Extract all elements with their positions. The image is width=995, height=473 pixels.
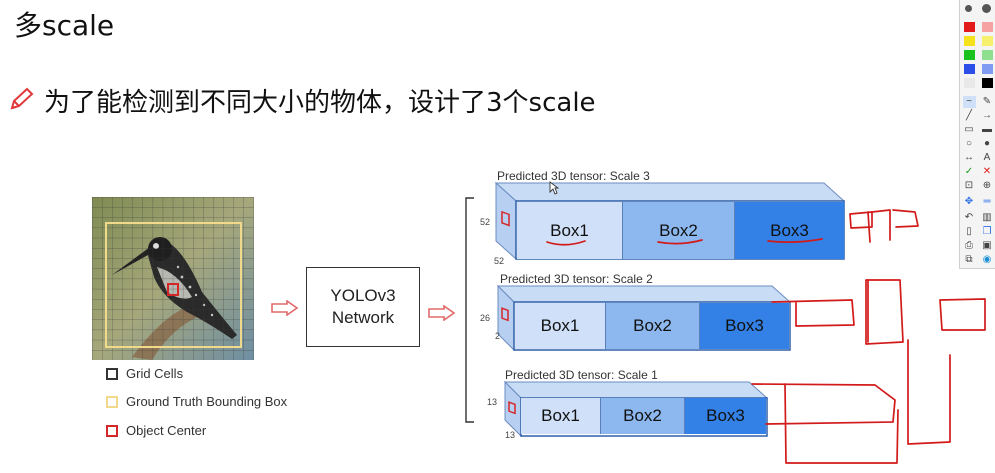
box2-cell: Box2	[623, 202, 735, 259]
dim-label: 2	[495, 331, 501, 341]
pencil-icon	[10, 87, 34, 110]
line-tool-icon[interactable]: ╱	[965, 110, 973, 121]
move-icon[interactable]: ✥	[964, 196, 974, 207]
color-row	[960, 64, 995, 74]
toolbar-row: ⊡ ⊕	[960, 180, 995, 192]
rectangle-tool-icon[interactable]: ▭	[964, 124, 974, 135]
dim-label: 52	[480, 217, 491, 227]
box1-cell: Box1	[517, 202, 623, 259]
dim-label: 13	[487, 397, 498, 407]
line-width-icon[interactable]: ═	[983, 196, 991, 207]
toolbar-row: ↶ ▥	[960, 212, 995, 224]
ellipse-tool-icon[interactable]: ○	[965, 138, 973, 149]
filled-rectangle-icon[interactable]: ▬	[982, 124, 992, 135]
pen-size-large-icon[interactable]	[982, 4, 991, 13]
box3-cell: Box3	[685, 398, 766, 434]
crop-icon[interactable]: ⊡	[964, 180, 974, 191]
toolbar-row: ▭ ▬	[960, 124, 995, 136]
highlighter-icon[interactable]: ✎	[982, 96, 992, 107]
print-icon[interactable]: ⎙	[965, 240, 973, 251]
color-swatch-light-blue[interactable]	[981, 64, 993, 74]
tensor-scale3	[494, 181, 846, 261]
color-swatch-pink[interactable]	[981, 22, 993, 32]
legend-label: Object Center	[126, 423, 207, 438]
dim-label: 26	[480, 313, 491, 323]
color-swatch-light-green[interactable]	[981, 50, 993, 60]
color-swatch-light-yellow[interactable]	[981, 36, 993, 46]
toolbar-row: ⎙ ▣	[960, 240, 995, 252]
color-row	[960, 50, 995, 60]
pen-tool-icon[interactable]: ~	[962, 96, 976, 108]
screenshot-icon[interactable]: ⧉	[965, 254, 973, 265]
double-arrow-icon[interactable]: ↔	[964, 152, 974, 163]
legend-swatch	[106, 424, 118, 437]
delete-mark-icon[interactable]: ✕	[982, 166, 992, 177]
tensor-center-mark	[501, 307, 509, 322]
dim-label: 13	[505, 430, 516, 440]
arrow-to-network-icon	[271, 300, 299, 316]
slide-title: 多scale	[14, 9, 115, 42]
tensor-title-scale3: Predicted 3D tensor: Scale 3	[497, 169, 650, 183]
bullet-text: 为了能检测到不同大小的物体，设计了3个scale	[44, 88, 596, 118]
toolbar-row: ~ ✎	[960, 96, 995, 108]
tensor-center-mark	[508, 401, 516, 415]
zoom-icon[interactable]: ⊕	[982, 180, 992, 191]
tensor-title-scale1: Predicted 3D tensor: Scale 1	[505, 368, 658, 382]
legend-swatch	[106, 367, 118, 380]
trash-icon[interactable]: ▥	[982, 212, 992, 223]
color-swatch-blue[interactable]	[963, 64, 975, 74]
color-swatch-green[interactable]	[963, 50, 975, 60]
tensor-center-mark	[501, 210, 510, 227]
color-swatch-black[interactable]	[981, 78, 993, 88]
check-icon[interactable]: ✓	[964, 166, 974, 177]
copy-icon[interactable]: ❐	[982, 226, 992, 237]
filled-ellipse-icon[interactable]: ●	[983, 138, 991, 149]
toolbar-row: ▯ ❐	[960, 226, 995, 238]
color-row	[960, 78, 995, 88]
box3-cell: Box3	[735, 202, 844, 259]
box1-cell: Box1	[521, 398, 601, 434]
legend-ground-truth: Ground Truth Bounding Box	[106, 394, 287, 409]
arrow-tool-icon[interactable]: →	[982, 110, 992, 121]
tensor-title-scale2: Predicted 3D tensor: Scale 2	[500, 272, 653, 286]
bird-image	[92, 197, 254, 360]
pen-size-small-icon[interactable]	[965, 5, 972, 12]
box1-cell: Box1	[515, 303, 606, 349]
legend-grid-cells: Grid Cells	[106, 366, 183, 381]
new-page-icon[interactable]: ▯	[966, 226, 972, 237]
color-row	[960, 22, 995, 32]
legend-label: Grid Cells	[126, 366, 184, 381]
box2-cell: Box2	[601, 398, 685, 434]
toolbar-row: ↔ A	[960, 152, 995, 164]
undo-icon[interactable]: ↶	[964, 212, 974, 223]
toolbar-row: ○ ●	[960, 138, 995, 150]
toolbar-row: ⧉ ◉	[960, 254, 995, 266]
box3-cell: Box3	[700, 303, 789, 349]
color-swatch-red[interactable]	[963, 22, 975, 32]
yolov3-network-box: YOLOv3 Network	[306, 267, 420, 347]
tensor-bracket	[465, 197, 474, 423]
toolbar-row: ✥ ═	[960, 196, 995, 208]
toolbar-top-row	[960, 4, 995, 13]
arrow-to-tensors-icon	[428, 305, 456, 321]
save-icon[interactable]: ▣	[982, 240, 992, 251]
legend-swatch	[106, 395, 118, 408]
color-swatch-yellow[interactable]	[963, 36, 975, 46]
legend-object-center: Object Center	[106, 423, 206, 438]
color-row	[960, 36, 995, 46]
box2-cell: Box2	[606, 303, 700, 349]
web-icon[interactable]: ◉	[982, 254, 992, 265]
annotation-toolbar: ~ ✎ ╱ → ▭ ▬ ○ ● ↔ A ✓ ✕ ⊡ ⊕ ✥ ═ ↶ ▥ ▯ ❐ …	[959, 0, 995, 269]
dim-label: 52	[494, 256, 505, 266]
toolbar-row: ╱ →	[960, 110, 995, 122]
toolbar-row: ✓ ✕	[960, 166, 995, 178]
text-tool-icon[interactable]: A	[983, 152, 991, 163]
legend-label: Ground Truth Bounding Box	[126, 394, 288, 409]
color-swatch-gray[interactable]	[963, 78, 975, 88]
mouse-cursor-icon	[549, 181, 559, 195]
